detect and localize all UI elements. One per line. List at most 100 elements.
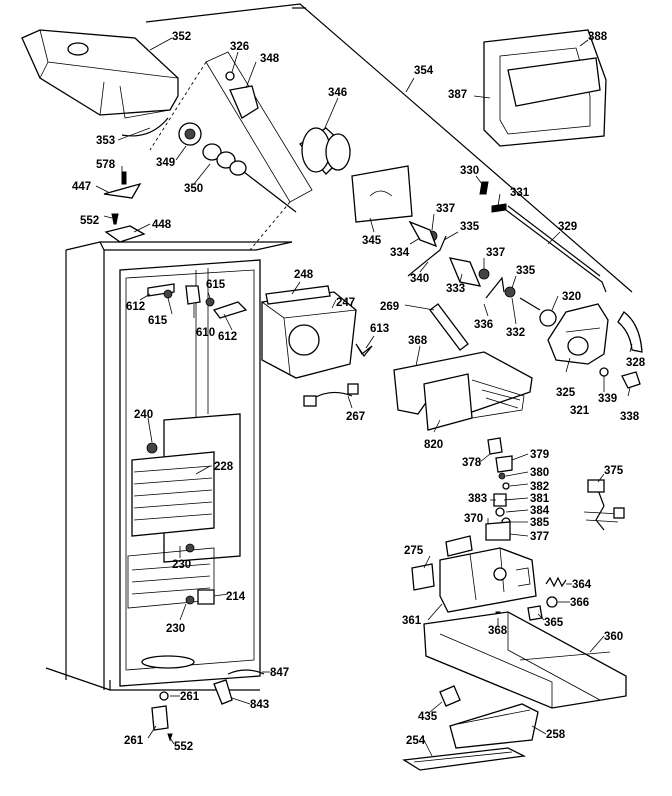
label-381: 381 [530, 493, 550, 505]
label-326: 326 [230, 41, 249, 53]
label-240: 240 [134, 409, 153, 421]
wire-harness [303, 343, 373, 407]
label-382: 382 [530, 481, 549, 493]
cam-assembly [407, 220, 541, 311]
label-375: 375 [604, 465, 624, 477]
label-349: 349 [156, 157, 175, 169]
label-275: 275 [404, 545, 424, 557]
actuator-rod [505, 205, 607, 293]
label-384: 384 [530, 505, 550, 517]
dispenser-motor [539, 303, 609, 365]
label-370: 370 [464, 513, 483, 525]
label-615-upper: 615 [206, 279, 226, 291]
label-337-lower: 337 [486, 247, 505, 259]
label-447: 447 [72, 181, 91, 193]
ice-bucket [21, 29, 179, 137]
dispenser-cover [402, 685, 539, 771]
label-387: 387 [448, 89, 467, 101]
label-332: 332 [506, 327, 525, 339]
label-254: 254 [406, 735, 426, 747]
leader-lines [95, 37, 633, 757]
dispenser-frame [423, 611, 627, 709]
label-320: 320 [562, 291, 581, 303]
label-336: 336 [474, 319, 493, 331]
label-328: 328 [626, 357, 646, 369]
label-230-upper: 230 [172, 559, 191, 571]
switch-and-spring [411, 563, 567, 621]
label-378: 378 [462, 457, 482, 469]
bracket-parts [103, 171, 146, 243]
evaporator-panel [127, 413, 241, 609]
label-261-lower: 261 [124, 735, 144, 747]
part-labels: 352 326 348 346 354 388 387 353 349 578 … [72, 31, 646, 753]
dispenser-switch-stack [485, 437, 513, 541]
label-345: 345 [362, 235, 382, 247]
label-267: 267 [346, 411, 365, 423]
dispenser-bracket [439, 535, 537, 613]
label-348: 348 [260, 53, 280, 65]
label-366: 366 [570, 597, 589, 609]
label-352: 352 [172, 31, 191, 43]
label-247: 247 [336, 297, 355, 309]
label-337-upper: 337 [436, 203, 455, 215]
label-365: 365 [544, 617, 564, 629]
label-613: 613 [370, 323, 389, 335]
label-329: 329 [558, 221, 577, 233]
label-321: 321 [570, 405, 590, 417]
label-230-lower: 230 [166, 623, 185, 635]
label-333: 333 [446, 283, 465, 295]
label-340: 340 [410, 273, 429, 285]
label-612-left: 612 [126, 301, 145, 313]
label-552-lower: 552 [174, 741, 193, 753]
label-335-lower: 335 [516, 265, 536, 277]
auger-motor [299, 127, 351, 175]
light-switch-parts [147, 283, 248, 319]
label-334: 334 [390, 247, 410, 259]
auger-spring [202, 143, 297, 213]
label-843: 843 [250, 699, 269, 711]
label-261-upper: 261 [180, 691, 200, 703]
lower-hardware [151, 669, 265, 742]
label-380: 380 [530, 467, 549, 479]
label-331: 331 [510, 187, 530, 199]
label-346: 346 [328, 87, 347, 99]
nut-part [225, 71, 259, 119]
door-frame [483, 29, 607, 147]
label-350: 350 [184, 183, 203, 195]
ice-maker [393, 351, 533, 431]
auger-group-bracket [149, 51, 313, 251]
label-360: 360 [604, 631, 623, 643]
label-368-lower: 368 [488, 625, 508, 637]
label-610: 610 [196, 327, 215, 339]
label-354: 354 [414, 65, 434, 77]
label-335-upper: 335 [460, 221, 480, 233]
control-housing [261, 285, 357, 379]
upper-section-outline [145, 3, 633, 293]
label-258: 258 [546, 729, 566, 741]
label-385: 385 [530, 517, 550, 529]
fill-tube [429, 303, 469, 351]
drive-coupler [178, 122, 202, 146]
label-820: 820 [424, 439, 443, 451]
label-269: 269 [380, 301, 399, 313]
label-377: 377 [530, 531, 549, 543]
crusher-blade [617, 311, 643, 353]
small-fasteners [479, 181, 507, 213]
label-448: 448 [152, 219, 172, 231]
motor-hardware [599, 367, 641, 389]
label-364: 364 [572, 579, 592, 591]
dispenser-harness [583, 479, 625, 531]
label-325: 325 [556, 387, 576, 399]
label-435: 435 [418, 711, 438, 723]
label-228: 228 [214, 461, 234, 473]
label-339: 339 [598, 393, 617, 405]
label-214: 214 [226, 591, 246, 603]
label-612-right: 612 [218, 331, 237, 343]
label-330: 330 [460, 165, 479, 177]
label-379: 379 [530, 449, 549, 461]
label-353: 353 [96, 135, 115, 147]
label-552-upper: 552 [80, 215, 99, 227]
label-361: 361 [402, 615, 422, 627]
